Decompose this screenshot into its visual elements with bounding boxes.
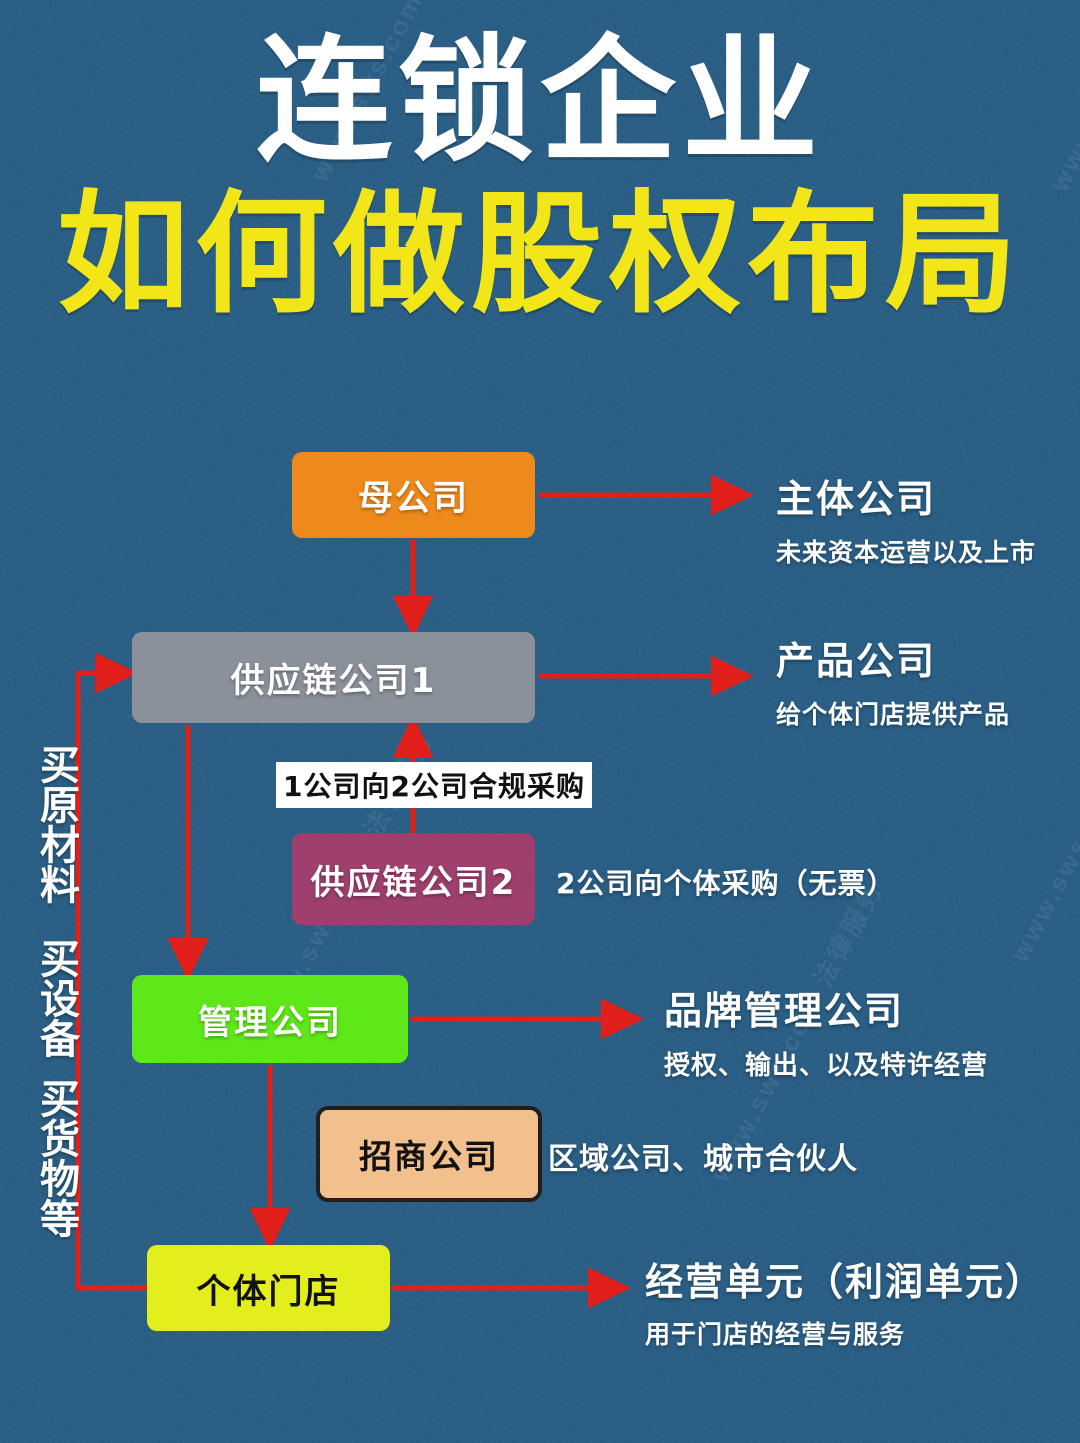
annotation-heading: 品牌管理公司: [664, 989, 905, 1033]
annotation-heading: 产品公司: [776, 639, 937, 683]
annotation-subtext: 未来资本运营以及上市: [776, 538, 1037, 567]
annotation-main-company: 主体公司 未来资本运营以及上市: [776, 468, 1036, 569]
edge-label-procure-from-individual: 2公司向个体采购（无票）: [556, 867, 896, 900]
left-caption-buy-raw-materials: 买原材料: [33, 744, 79, 904]
left-caption-buy-equipment: 买设备: [33, 938, 79, 1058]
node-label: 招商公司: [359, 1137, 499, 1176]
edge-label-region-partner: 区域公司、城市合伙人: [548, 1142, 858, 1177]
annotation-product-company: 产品公司 给个体门店提供产品: [776, 630, 1010, 731]
title-line-2: 如何做股权布局: [57, 178, 1023, 333]
node-label: 管理公司: [198, 1002, 342, 1043]
poster-title: 连锁企业 如何做股权布局: [0, 23, 1080, 333]
node-investment-promotion-company[interactable]: 招商公司: [316, 1106, 542, 1202]
title-line-1: 连锁企业: [256, 23, 824, 181]
annotation-subtext: 给个体门店提供产品: [776, 700, 1011, 729]
node-management-company[interactable]: 管理公司: [132, 975, 408, 1063]
node-label: 供应链公司2: [310, 862, 517, 903]
annotation-heading: 主体公司: [776, 477, 937, 521]
node-label: 供应链公司1: [230, 661, 437, 701]
annotation-business-unit: 经营单元（利润单元） 用于门店的经营与服务: [645, 1251, 1045, 1351]
node-individual-store[interactable]: 个体门店: [147, 1245, 390, 1331]
node-label: 母公司: [357, 478, 469, 519]
node-parent-company[interactable]: 母公司: [292, 452, 535, 538]
annotation-heading: 经营单元（利润单元）: [645, 1260, 1046, 1304]
annotation-brand-management-company: 品牌管理公司 授权、输出、以及特许经营: [664, 980, 988, 1082]
edge-label-procure-1-to-2: 1公司向2公司合规采购: [276, 762, 592, 808]
node-supply-chain-2[interactable]: 供应链公司2: [292, 833, 535, 925]
left-caption-buy-goods: 买货物等: [33, 1078, 79, 1238]
annotation-subtext: 用于门店的经营与服务: [645, 1320, 906, 1349]
node-supply-chain-1[interactable]: 供应链公司1: [132, 632, 535, 723]
node-label: 个体门店: [196, 1271, 341, 1312]
annotation-subtext: 授权、输出、以及特许经营: [664, 1051, 989, 1081]
